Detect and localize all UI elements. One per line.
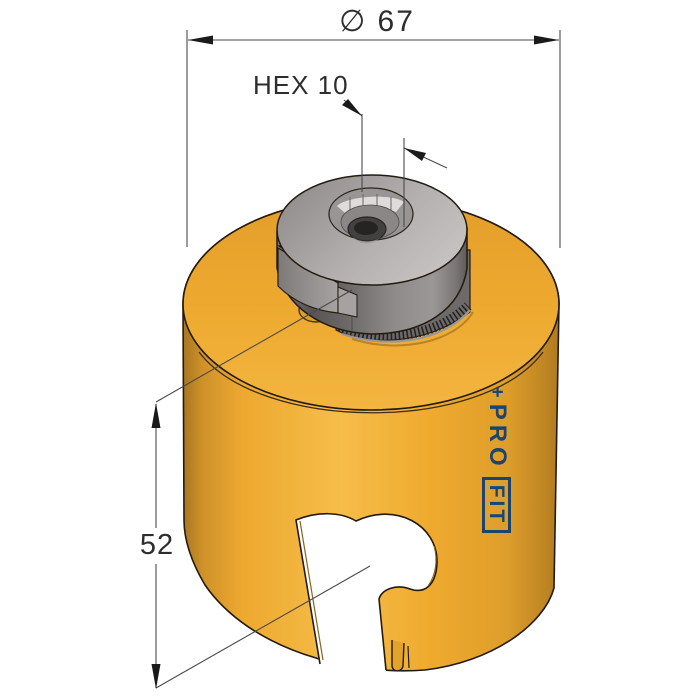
diameter-arrow-right (534, 35, 559, 45)
knurl-texture (337, 302, 472, 342)
height-extension-line-top (155, 289, 353, 403)
lug-end-block (337, 286, 358, 318)
top-rim-chamfer-line (198, 351, 544, 414)
hex-arrow-2 (404, 148, 426, 161)
cutting-tooth (391, 640, 405, 672)
hex-arrow-1 (342, 99, 362, 116)
diameter-arrow-left (188, 35, 213, 45)
height-arrow-bottom (151, 664, 161, 689)
logo-text-fit-boxed: FIT (482, 476, 512, 534)
hex-dimension-label: HEX 10 (253, 70, 349, 100)
cutout-wall-thickness-line (299, 520, 324, 661)
height-dimension-label: 52 (139, 529, 175, 561)
logo-plus-mark: + (486, 386, 509, 398)
tooth-notch-line (407, 645, 410, 669)
cutout-head-inner-line (427, 545, 437, 587)
collar-flange-highlight (341, 309, 471, 343)
height-extension-line-bottom (155, 565, 371, 689)
profit-brand-logo: + PRO FIT (476, 386, 518, 558)
pilot-bore-hole (354, 221, 378, 235)
height-arrow-top (151, 403, 161, 428)
logo-text-pro: PRO (484, 403, 511, 471)
collar-shadow-on-body (351, 311, 474, 347)
diameter-dimension-label: ∅ 67 (339, 5, 415, 38)
p-cutout-fill (296, 513, 438, 688)
bore-bottom-highlight (352, 236, 381, 244)
